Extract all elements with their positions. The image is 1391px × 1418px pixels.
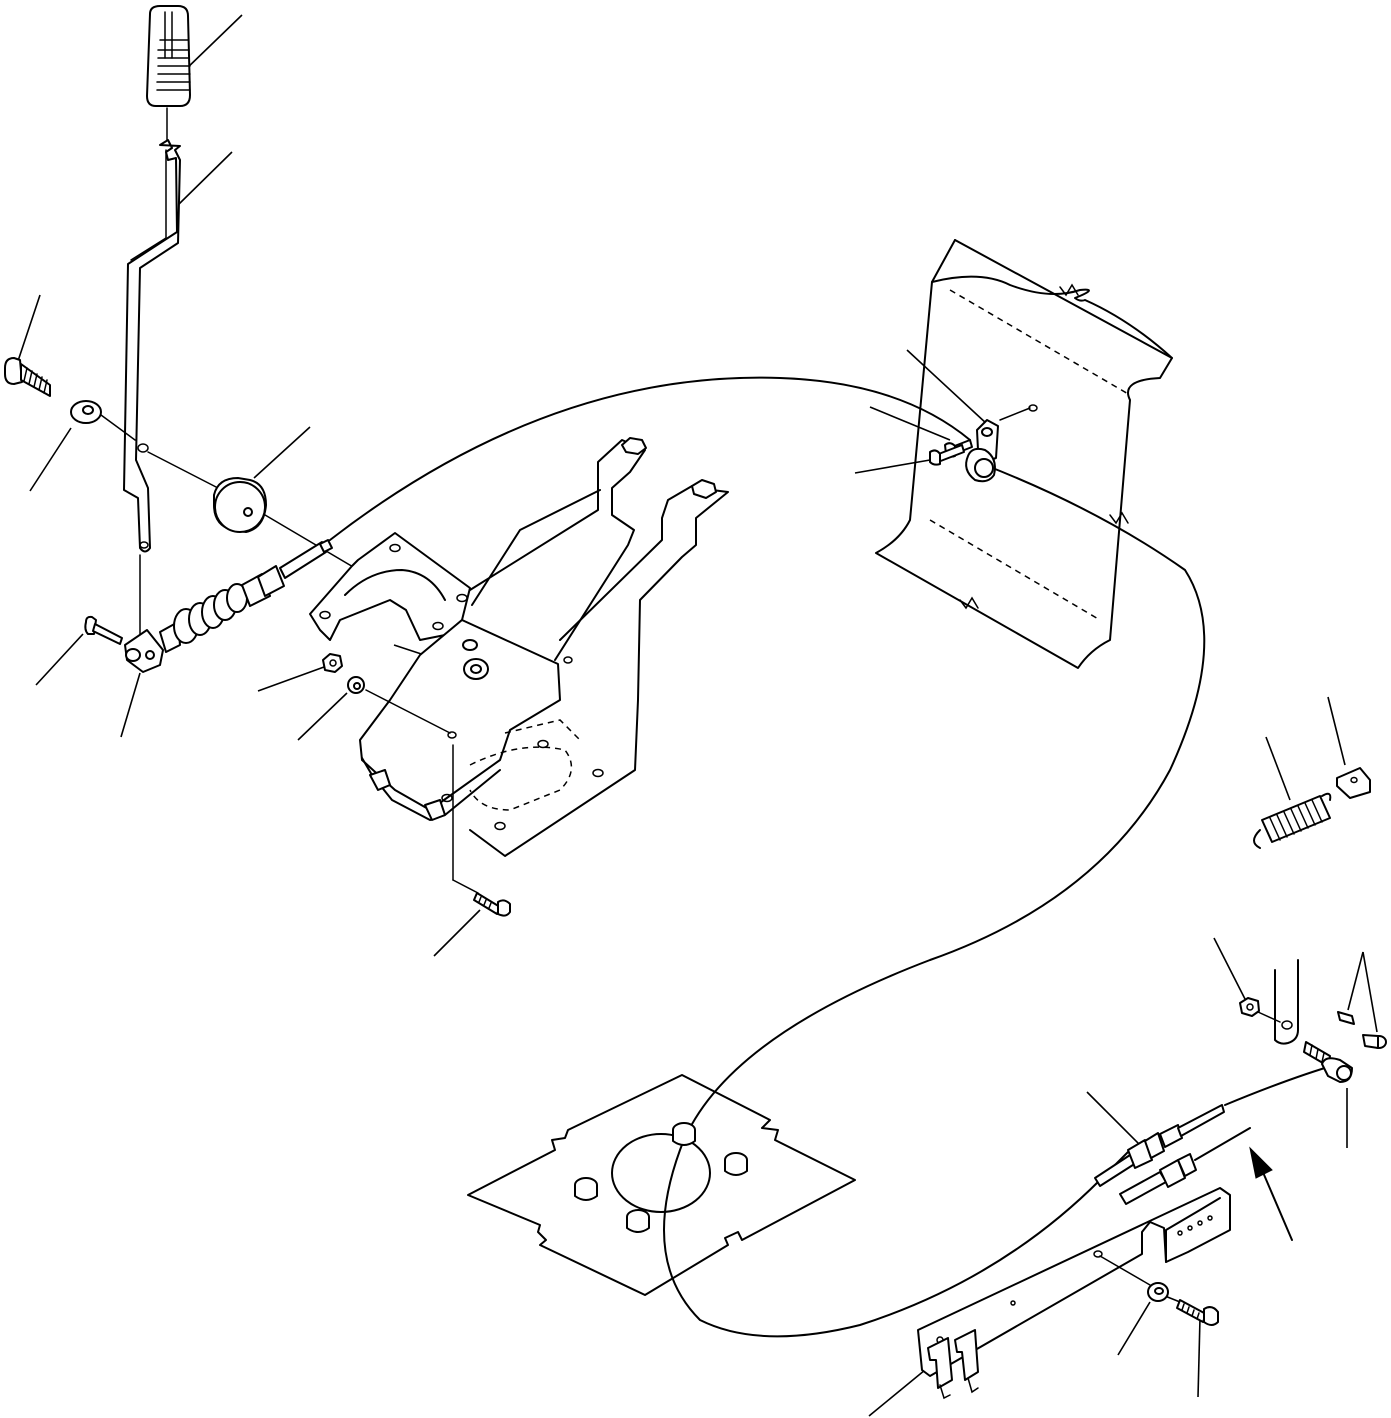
cable-clevis [124,539,333,673]
cable-end-run [1224,1063,1339,1106]
axis-line [1257,1011,1281,1023]
lever-arm [1274,959,1299,1045]
control-cable [329,376,1206,1338]
axis-line [100,414,136,441]
mount [626,1209,650,1233]
clamp-bolt [929,444,965,466]
axis-line [1099,1255,1151,1286]
lever-knob [146,5,191,107]
lever-mounting-bracket [309,437,729,857]
mount [724,1152,748,1176]
cable-end-joint [1303,1041,1353,1083]
axis-line [147,451,219,489]
washer [347,676,365,694]
floor-plate [467,1074,856,1296]
axis-line [365,689,451,734]
nut [322,653,343,673]
cable-clamp [965,407,1031,483]
clevis-pin [84,615,123,645]
pivot-bolt [4,357,51,397]
bracket-bolt [473,892,511,917]
leader-lines [14,14,1378,1417]
control-lever [123,139,181,553]
bushing [213,477,267,533]
side-panel [875,239,1173,669]
spring-clip [1336,767,1371,799]
mount [672,1122,696,1146]
cable-adjuster [1094,1104,1251,1205]
direction-arrow [1249,1146,1293,1241]
washer [1147,1282,1169,1302]
return-spring [1253,792,1332,849]
axis-line [452,879,479,894]
cotter-pins [1337,1011,1387,1049]
washer [70,400,102,424]
mount [574,1177,598,1201]
bolt [1176,1299,1219,1326]
cable-support-bracket [917,1187,1231,1400]
nut [1239,997,1260,1017]
